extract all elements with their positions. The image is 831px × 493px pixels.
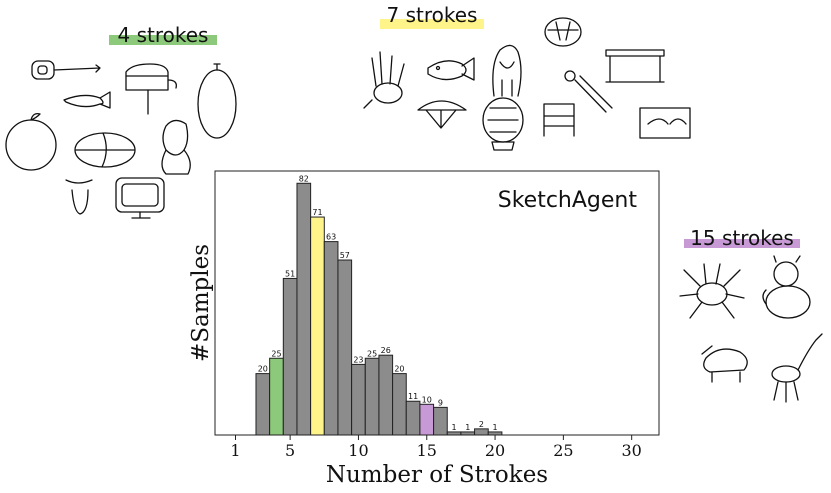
bar-9 bbox=[337, 259, 353, 436]
bar-6 bbox=[296, 182, 312, 436]
chart-title: SketchAgent bbox=[498, 188, 638, 213]
bar-8 bbox=[323, 241, 339, 436]
sketch-key-icon bbox=[31, 60, 101, 80]
sketch-umbrella-icon bbox=[417, 100, 467, 129]
bar-value-label-15: 10 bbox=[422, 395, 432, 404]
sketch-hair-icon bbox=[492, 44, 522, 97]
bar-value-label-10: 23 bbox=[353, 355, 363, 364]
x-tick-label-30: 30 bbox=[621, 441, 641, 460]
bar-15 bbox=[419, 403, 435, 436]
x-tick-label-1: 1 bbox=[230, 441, 240, 460]
bar-value-label-4: 25 bbox=[271, 349, 281, 358]
bar-value-label-18: 1 bbox=[465, 423, 470, 432]
bar-4 bbox=[269, 357, 284, 436]
bar-value-label-19: 2 bbox=[479, 420, 484, 429]
bar-13 bbox=[392, 373, 407, 436]
x-tick-label-15: 15 bbox=[417, 441, 437, 460]
bar-16 bbox=[433, 406, 448, 436]
sketch-football-icon bbox=[74, 132, 136, 168]
bar-value-label-7: 71 bbox=[312, 208, 322, 217]
sketches-15-strokes bbox=[679, 255, 823, 403]
bar-12 bbox=[378, 354, 394, 436]
bar-10 bbox=[351, 363, 366, 436]
bar-value-label-12: 26 bbox=[381, 346, 391, 355]
bar-18 bbox=[460, 431, 476, 436]
x-tick-label-25: 25 bbox=[553, 441, 573, 460]
sketch-mouth-icon bbox=[65, 179, 93, 215]
sketch-face-icon bbox=[161, 119, 191, 175]
highlight-7-strokes bbox=[380, 19, 484, 29]
sketch-toaster-icon bbox=[125, 63, 177, 115]
bar-value-label-3: 20 bbox=[258, 365, 268, 374]
bar-19 bbox=[474, 428, 489, 436]
bar-11 bbox=[364, 357, 380, 436]
sketch-apple-icon bbox=[5, 112, 57, 171]
label-15-strokes: 15 strokes bbox=[690, 226, 794, 250]
bars bbox=[255, 182, 503, 436]
label-4-strokes: 4 strokes bbox=[118, 23, 209, 47]
bar-value-label-20: 1 bbox=[493, 423, 498, 432]
sketch-fish2-icon bbox=[427, 57, 475, 81]
sketch-bench-icon bbox=[605, 49, 665, 83]
bar-20 bbox=[487, 431, 503, 436]
bar-value-label-17: 1 bbox=[452, 423, 457, 432]
bar-7 bbox=[310, 216, 325, 436]
highlight-15-strokes bbox=[684, 239, 800, 248]
sketches-7-strokes bbox=[363, 17, 691, 151]
bar-value-label-9: 57 bbox=[340, 251, 350, 260]
x-tick-label-10: 10 bbox=[348, 441, 368, 460]
sketch-tv-icon bbox=[115, 177, 165, 219]
sketch-bed-icon bbox=[639, 107, 691, 139]
bar-17 bbox=[446, 431, 462, 436]
sketch-bulb-icon bbox=[482, 97, 524, 151]
x-axis-title: Number of Strokes bbox=[326, 462, 548, 488]
y-axis-title: #Samples bbox=[188, 244, 214, 362]
bar-value-label-8: 63 bbox=[326, 233, 336, 242]
label-7-strokes: 7 strokes bbox=[387, 3, 478, 27]
bar-14 bbox=[405, 400, 421, 436]
sketch-fish-icon bbox=[63, 91, 111, 109]
bar-5 bbox=[282, 277, 298, 436]
x-tick-label-5: 5 bbox=[285, 441, 295, 460]
bar-value-label-11: 25 bbox=[367, 349, 377, 358]
sketch-scorpion-icon bbox=[771, 333, 823, 403]
sketch-hand-icon bbox=[363, 51, 405, 109]
highlight-4-strokes bbox=[109, 35, 217, 45]
sketch-mask-icon bbox=[544, 17, 582, 47]
sketch-bat-icon bbox=[564, 70, 613, 113]
sketch-bear-icon bbox=[762, 255, 811, 319]
sketches-4-strokes bbox=[5, 60, 237, 219]
bar-value-label-14: 11 bbox=[408, 392, 418, 401]
bar-3 bbox=[255, 373, 271, 436]
x-tick-label-20: 20 bbox=[485, 441, 505, 460]
bar-value-label-16: 9 bbox=[438, 398, 443, 407]
sketch-melon-icon bbox=[197, 63, 237, 139]
sketch-turtle-icon bbox=[701, 345, 748, 383]
bar-value-label-6: 82 bbox=[299, 174, 309, 183]
sketch-spider-icon bbox=[679, 263, 745, 319]
bar-value-label-13: 20 bbox=[394, 365, 404, 374]
sketch-chair-icon bbox=[543, 103, 575, 137]
bar-value-label-5: 51 bbox=[285, 269, 295, 278]
